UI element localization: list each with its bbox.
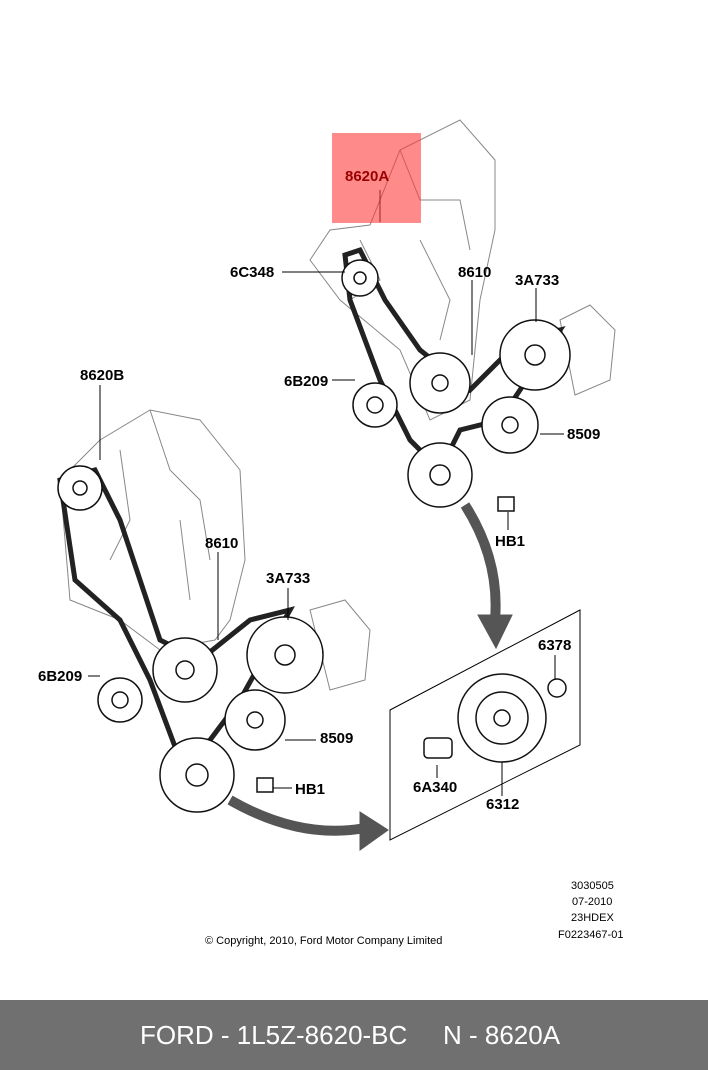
top-pump-body [559, 304, 616, 396]
left-engine-block [59, 409, 246, 651]
top-bolt-shape [497, 496, 515, 512]
footer-oem-part: N - 8620A [443, 1020, 561, 1050]
label-top-hb1: HB1 [495, 533, 526, 550]
label-top-3a733: 3A733 [515, 272, 560, 289]
belt-diagram [57, 119, 616, 851]
label-top-6b209: 6B209 [284, 373, 329, 390]
detail-box [389, 609, 581, 841]
detail-ring [547, 678, 567, 698]
label-left-6b209: 6B209 [38, 668, 83, 685]
code-2: 07-2010 [572, 896, 613, 908]
code-3: 23HDEX [571, 912, 614, 924]
left-pump-body [309, 599, 371, 691]
label-top-8509: 8509 [567, 426, 601, 443]
arrow-top-to-detail [460, 502, 501, 621]
label-left-8509: 8509 [320, 730, 354, 747]
label-left-hb1: HB1 [295, 781, 326, 798]
top-engine-block [309, 119, 496, 421]
detail-bolt [423, 737, 453, 759]
label-6c348: 6C348 [230, 264, 275, 281]
code-1: 3030505 [571, 880, 614, 892]
label-left-3a733: 3A733 [266, 570, 311, 587]
copyright-text: © Copyright, 2010, Ford Motor Company Li… [205, 935, 443, 947]
highlight-box [332, 133, 421, 223]
label-6312: 6312 [486, 796, 520, 813]
label-8620a: 8620A [345, 168, 390, 185]
label-top-8610: 8610 [458, 264, 492, 281]
label-8620b: 8620B [80, 367, 125, 384]
arrow-left-to-detail [227, 795, 366, 836]
left-bolt-shape [256, 777, 274, 793]
code-4: F0223467-01 [558, 929, 624, 941]
footer-brand-part: FORD - 1L5Z-8620-BC [140, 1020, 408, 1050]
label-left-8610: 8610 [205, 535, 239, 552]
footer-bar: FORD - 1L5Z-8620-BC N - 8620A [0, 1000, 708, 1070]
label-6378: 6378 [538, 637, 572, 654]
label-6a340: 6A340 [413, 779, 458, 796]
